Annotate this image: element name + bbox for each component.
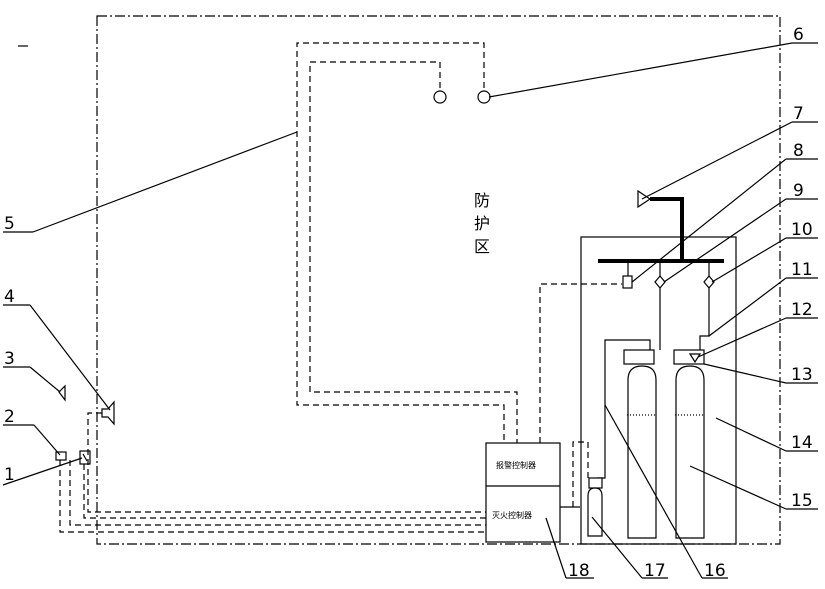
detector-wire-inner	[309, 61, 518, 443]
callout-13: 13	[791, 365, 813, 385]
controller-cabinet	[485, 442, 561, 543]
callout-16: 16	[704, 561, 726, 581]
callout-17: 17	[644, 561, 666, 581]
alarm-controller-label: 报警控制器	[496, 460, 536, 470]
wire-c	[69, 460, 486, 526]
wire-b	[83, 464, 486, 519]
callout-1: 1	[4, 465, 15, 485]
callout-4: 4	[4, 287, 15, 307]
release-signal	[572, 441, 589, 507]
fire-controller-label: 灭火控制器	[492, 510, 532, 520]
siren	[101, 400, 115, 426]
protected-zone-boundary	[96, 15, 781, 545]
actuator-wire	[539, 283, 622, 443]
start-gas-bottle	[587, 487, 603, 537]
zone-label-char-2: 护	[474, 214, 490, 233]
bottle-cabinet	[580, 236, 737, 545]
callout-12: 12	[791, 300, 813, 320]
callout-8: 8	[793, 141, 804, 161]
pressure-switch	[622, 275, 633, 289]
nozzle-pipe	[650, 197, 684, 261]
wire-d	[59, 460, 486, 533]
hose-2	[699, 288, 710, 350]
check-valve-1	[654, 275, 666, 289]
detector-wire-outer	[296, 42, 505, 443]
callout-14: 14	[791, 433, 813, 453]
callout-3: 3	[4, 349, 15, 369]
leader-lines	[2, 42, 818, 579]
callout-2: 2	[4, 407, 15, 427]
callout-18: 18	[568, 561, 590, 581]
heat-detector	[477, 90, 491, 104]
start-bottle-valve	[588, 477, 603, 489]
container-valve-1	[623, 349, 655, 365]
bell	[58, 384, 66, 402]
solenoid-actuator	[688, 353, 702, 364]
callout-9: 9	[793, 181, 804, 201]
container-valve-2	[673, 349, 705, 365]
manual-stop-button	[55, 451, 67, 461]
callout-7: 7	[793, 104, 804, 124]
wire-a	[87, 412, 486, 513]
callout-5: 5	[4, 214, 15, 234]
callout-15: 15	[791, 491, 813, 511]
zone-label-char-1: 防	[474, 191, 490, 210]
agent-cylinder-1	[627, 365, 657, 539]
agent-cylinder-2	[675, 365, 705, 539]
zone-label-char-3: 区	[474, 237, 490, 256]
nozzle	[637, 189, 652, 209]
callout-11: 11	[791, 260, 813, 280]
callout-10: 10	[791, 220, 813, 240]
smoke-detector	[433, 90, 447, 104]
callout-6: 6	[793, 25, 804, 45]
